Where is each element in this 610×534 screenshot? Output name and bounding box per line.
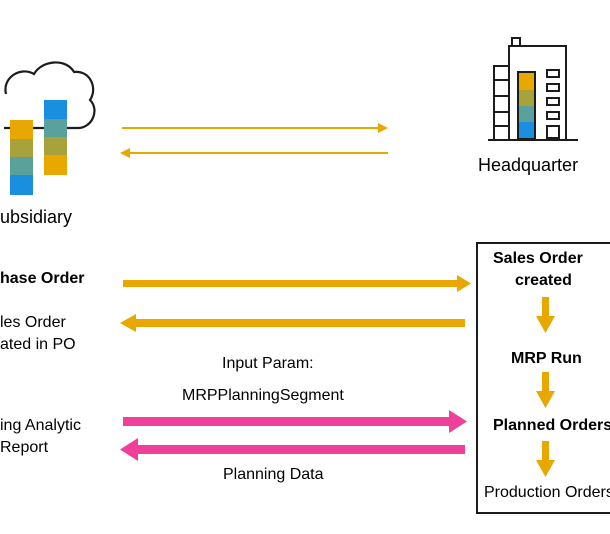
planning-data-label: Planning Data [223,466,324,483]
purchase-order-label: hase Order [0,270,85,287]
planning-report-label-line1: ing Analytic [0,417,81,434]
arrow-planning-request [123,410,467,433]
step-planned-orders: Planned Orders [493,417,610,434]
subsidiary-label: ubsidiary [0,207,73,227]
arrow-sync-left [120,148,388,158]
arrow-planning-data [120,438,465,461]
step-sales-order-line1: Sales Order [493,250,583,267]
step-mrp-run: MRP Run [511,350,582,367]
headquarter-label: Headquarter [478,155,579,175]
planning-segment-label: MRPPlanningSegment [182,387,344,404]
step-production-orders: Production Orders [484,484,610,501]
arrow-purchase-order [123,275,471,292]
planning-report-label-line2: Report [0,439,49,456]
step-sales-order-line2: created [515,272,572,289]
building-icon [488,37,578,141]
input-param-label: Input Param: [222,355,314,372]
sales-order-label-line2: ated in PO [0,336,76,353]
cloud-icon [4,61,96,195]
sales-order-label-line1: les Order [0,314,66,331]
flow-arrow-2 [536,372,555,408]
flow-arrow-1 [536,297,555,333]
arrow-sales-order [120,314,465,332]
arrow-sync-right [122,123,388,133]
process-box [476,242,610,514]
flow-arrow-3 [536,441,555,477]
